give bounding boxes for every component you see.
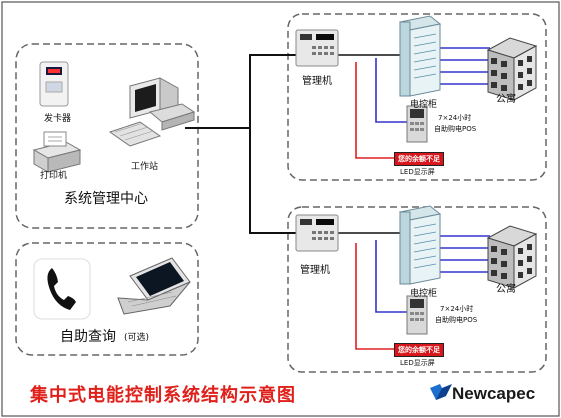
printer-label: 打印机 — [40, 171, 68, 181]
led-label-bottom: LED显示屏 — [400, 359, 435, 367]
pos-label-bottom-line2: 自助购电POS — [435, 316, 478, 324]
control-cabinet-top — [398, 15, 442, 97]
manager-label-bottom: 管理机 — [300, 265, 330, 276]
manager-unit-bottom — [295, 214, 339, 252]
control-cabinet-bottom — [398, 205, 442, 285]
apartment-building-bottom — [486, 225, 538, 289]
bottom-block-panel — [287, 206, 547, 373]
laptop-icon — [117, 257, 191, 315]
system-center-label: 系统管理中心 — [64, 191, 148, 207]
manager-unit-top — [295, 29, 339, 67]
diagram-title: 集中式电能控制系统结构示意图 — [30, 385, 296, 406]
led-screen-top: 您的余额不足 — [394, 152, 444, 166]
bottom-wires — [338, 232, 490, 350]
self-query-label: 自助查询 — [60, 329, 116, 345]
workstation-icon — [108, 77, 196, 147]
apartment-label-top: 公寓 — [496, 94, 516, 105]
cabinet-label-top: 电控柜 — [410, 100, 438, 110]
pos-label-top-line1: 7×24小时 — [438, 114, 472, 122]
led-label-top: LED显示屏 — [400, 168, 435, 176]
newcapec-logo-icon — [430, 384, 452, 400]
main-bus-lines — [185, 54, 296, 234]
top-wires — [338, 47, 490, 159]
self-query-panel — [15, 242, 199, 356]
apartment-label-bottom: 公寓 — [496, 284, 516, 295]
optional-label: (可选) — [124, 333, 150, 343]
card-issuer-icon — [39, 61, 69, 107]
brand-name: Newcapec — [452, 384, 536, 403]
card-issuer-label: 发卡器 — [44, 114, 72, 124]
top-block-panel — [287, 13, 547, 181]
pos-label-top-line2: 自助购电POS — [434, 125, 477, 133]
cabinet-label-bottom: 电控柜 — [410, 289, 438, 299]
pos-label-bottom-line1: 7×24小时 — [440, 305, 474, 313]
telephone-icon — [33, 258, 91, 320]
pos-terminal-top — [406, 105, 428, 143]
apartment-building-top — [486, 37, 538, 101]
manager-label-top: 管理机 — [302, 76, 332, 87]
workstation-label: 工作站 — [131, 162, 159, 172]
pos-terminal-bottom — [406, 295, 428, 335]
printer-icon — [32, 131, 82, 173]
led-screen-bottom: 您的余额不足 — [394, 343, 444, 357]
